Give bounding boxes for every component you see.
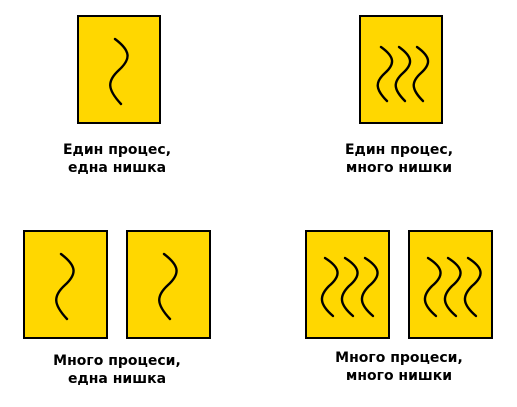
caption-single-process-multi-thread: Един процес, много нишки bbox=[344, 142, 454, 176]
thread-icon bbox=[109, 37, 129, 106]
process-box bbox=[305, 230, 390, 339]
process-box bbox=[23, 230, 108, 339]
caption-multi-process-multi-thread: Много процеси, много нишки bbox=[335, 350, 463, 384]
caption-single-process-single-thread: Един процес, една нишка bbox=[62, 142, 172, 176]
caption-multi-process-single-thread: Много процеси, една нишка bbox=[53, 353, 181, 387]
threads-icon bbox=[423, 256, 482, 318]
process-box bbox=[126, 230, 211, 339]
threads-icon bbox=[376, 45, 430, 103]
thread-icon bbox=[55, 252, 75, 321]
process-box bbox=[359, 15, 443, 124]
process-box bbox=[408, 230, 493, 339]
threads-icon bbox=[320, 256, 379, 318]
thread-icon bbox=[158, 252, 178, 321]
process-box bbox=[77, 15, 161, 124]
